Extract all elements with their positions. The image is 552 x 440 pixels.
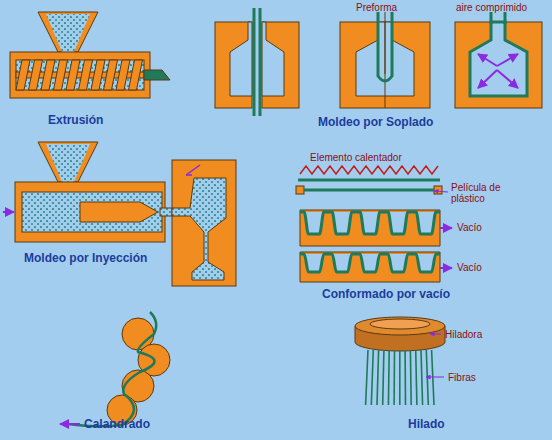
part-label: aire comprimido [456, 2, 527, 13]
process-title: Hilado [408, 418, 445, 431]
process-title: Conformado por vacío [322, 288, 450, 301]
process-title: Calandrado [84, 418, 150, 431]
process-title: Moldeo por Inyección [24, 252, 147, 265]
part-label: Elemento calentador [310, 152, 402, 163]
part-label: Fibras [448, 372, 476, 383]
part-label: Preforma [356, 2, 397, 13]
part-label: Vacío [457, 262, 482, 273]
part-label: Película de plástico [451, 182, 513, 204]
part-label: Hiladora [445, 329, 482, 340]
part-label: Vacío [457, 222, 482, 233]
process-title: Extrusión [48, 114, 103, 127]
process-title: Moldeo por Soplado [318, 116, 433, 129]
